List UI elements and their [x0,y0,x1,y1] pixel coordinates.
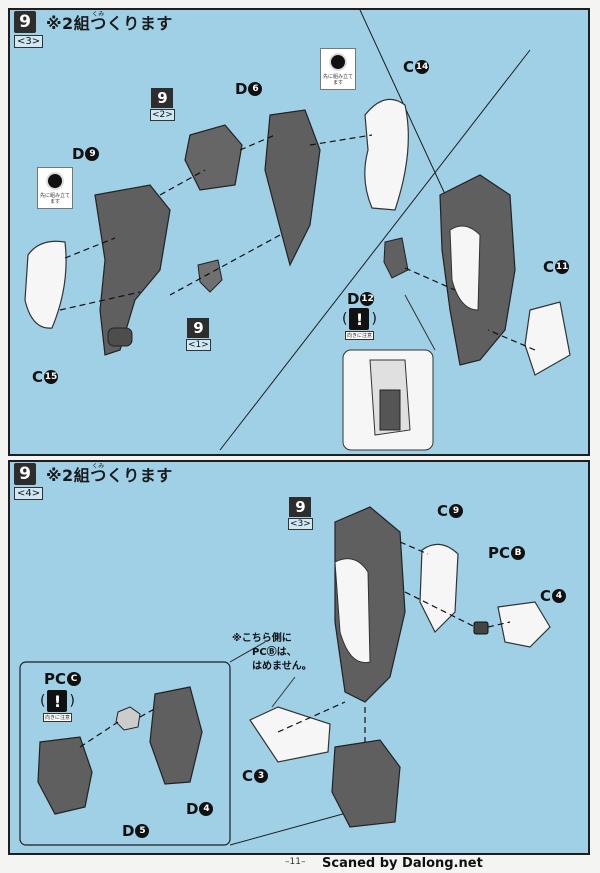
part-label-c3: C 3 [242,767,269,785]
caution-caption: 向きに注意 [344,331,374,340]
part-number-badge: B [511,546,526,560]
exclamation-icon: ! [349,308,370,330]
part-label-c4: C 4 [540,587,567,605]
part-number-badge: 5 [135,824,150,838]
assembly-illustration-bottom [19,506,551,846]
part-number-badge: 11 [555,260,570,274]
part-marker-icon [329,53,347,71]
sub-step-number: <3> [14,35,44,48]
step-reference-9-2: 9 <2> [150,88,175,121]
part-number-badge: 4 [199,802,214,816]
part-number-badge: C [67,672,82,686]
orientation-caution: (!) 向きに注意 [342,308,377,340]
pre-assemble-note-icon: 先に組み立てます [37,167,73,209]
step-panel-3: 9 ※2組つくります くみ <3> [8,8,590,456]
assembly-illustration-top [24,10,571,451]
ruby-text: くみ [92,463,105,470]
part-label-d9: D 9 [72,145,100,163]
caution-caption: 向きに注意 [42,713,72,722]
part-label-d6: D 6 [235,80,263,98]
part-number-badge: 3 [254,769,269,783]
part-marker-icon [46,172,64,190]
part-number-badge: 15 [44,370,59,384]
ruby-text: くみ [92,11,105,18]
step-number: 9 [14,463,36,485]
note-icon-caption: 先に組み立てます [39,193,70,205]
part-number-badge: 4 [552,589,567,603]
scan-credit: Scaned by Dalong.net [322,856,483,871]
part-number-badge: 6 [248,82,263,96]
part-label-c9: C 9 [437,502,464,520]
step-header: 9 ※2組つくります くみ [10,462,588,486]
page-number: –11– [285,857,306,867]
note-icon-caption: 先に組み立てます [322,74,353,86]
part-label-c14: C 14 [403,58,430,76]
step-number: 9 [14,11,36,33]
part-number-badge: 9 [85,147,100,161]
part-number-badge: 14 [415,60,430,74]
step-title: ※2組つくります [46,466,173,485]
part-label-d4: D 4 [186,800,214,818]
pre-assemble-note-icon: 先に組み立てます [320,48,356,90]
step-title: ※2組つくります [46,14,173,33]
sub-step-number: <4> [14,487,44,500]
part-number-badge: 9 [449,504,464,518]
part-label-c11: C 11 [543,258,570,276]
part-label-d5: D 5 [122,822,150,840]
part-label-d12: D 12 [347,290,375,308]
step-reference-9-3: 9 <3> [288,497,313,530]
step-reference-9-1: 9 <1> [186,318,211,351]
part-label-pcc: PC C [44,670,82,688]
part-label-pcb: PC B [488,544,526,562]
step-header: 9 ※2組つくります くみ [10,10,588,34]
part-number-badge: 12 [360,292,375,306]
pcb-callout-note: ※こちら側に PCⒷは、 はめません。 [232,633,312,672]
exclamation-icon: ! [47,690,68,712]
orientation-caution: (!) 向きに注意 [40,690,75,722]
part-label-c15: C 15 [32,368,59,386]
page-footer: –11– Scaned by Dalong.net [0,856,600,873]
step-panel-4: 9 ※2組つくります くみ <4> [8,460,590,855]
